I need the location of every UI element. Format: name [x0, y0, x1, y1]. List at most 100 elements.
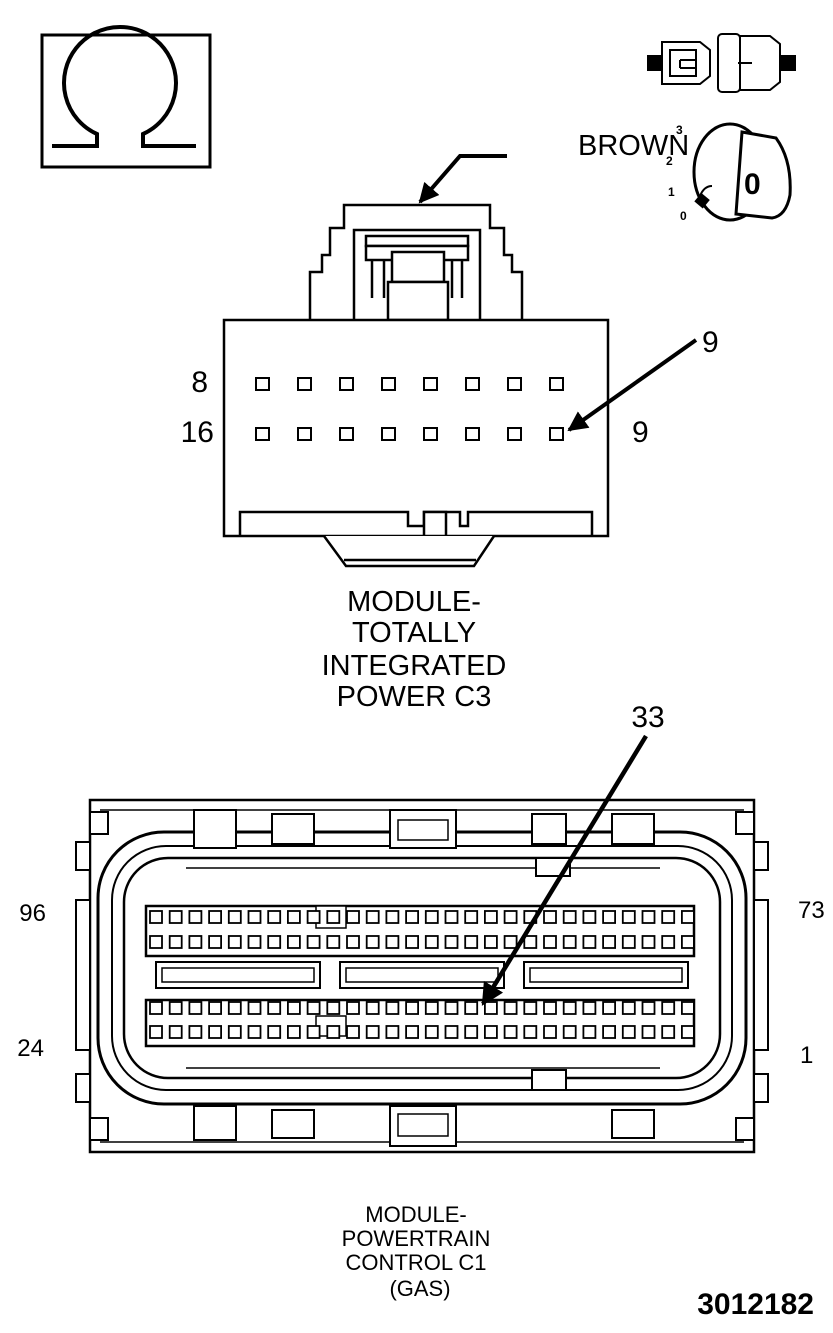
- c1-pin-cavity: [543, 935, 557, 949]
- c3-wire-color-label: BROWN: [578, 130, 689, 162]
- c1-pin-cavity: [326, 1025, 341, 1039]
- c3-title-line-3: INTEGRATED: [322, 650, 507, 682]
- c1-pin-label-96: 96: [19, 900, 46, 927]
- c1-pin-cavity: [444, 1001, 459, 1015]
- c1-pin-cavity: [326, 1001, 341, 1015]
- c1-pin-cavity: [385, 1025, 400, 1039]
- c1-pin-cavity: [543, 910, 557, 924]
- c3-pin-cavity: [549, 377, 564, 391]
- c1-pin-cavity: [582, 910, 597, 924]
- c1-pin-cavity: [267, 910, 282, 924]
- c3-pin-cavity: [465, 377, 480, 391]
- c1-pin-cavity: [346, 935, 360, 949]
- c1-title: MODULE- POWERTRAIN CONTROL C1 (GAS): [342, 1202, 491, 1301]
- c1-pin-cavity: [385, 935, 400, 949]
- c1-callout-pin: 33: [631, 701, 664, 734]
- c1-pin-cavity: [405, 935, 420, 949]
- c1-pin-cavity: [543, 1001, 557, 1015]
- c3-callout-arrow: [567, 338, 698, 432]
- c3-title-line-4: POWER C3: [337, 681, 492, 713]
- c1-pin-cavity: [306, 1025, 321, 1039]
- c1-pin-cavity: [681, 935, 695, 949]
- ignition-position-3: 3: [676, 123, 683, 137]
- c1-pin-cavity: [543, 1025, 557, 1039]
- c1-pin-cavity: [267, 1001, 282, 1015]
- c1-callout-arrow: [481, 734, 648, 1006]
- c1-pin-cavity: [326, 935, 341, 949]
- c1-pin-cavity: [405, 910, 420, 924]
- c1-pin-label-24: 24: [17, 1035, 44, 1062]
- c1-pin-label-73: 73: [798, 897, 825, 924]
- c1-pin-cavity: [267, 1025, 282, 1039]
- c1-pin-cavity: [149, 910, 163, 924]
- c1-pin-cavity: [365, 1001, 380, 1015]
- c3-title-line-2: TOTALLY: [352, 617, 476, 649]
- c1-pin-cavity: [247, 935, 262, 949]
- c1-pin-cavity: [464, 1025, 479, 1039]
- c1-pin-cavity: [503, 910, 518, 924]
- c1-pin-cavity: [621, 1025, 636, 1039]
- c1-pin-cavity: [385, 910, 400, 924]
- c1-pin-cavity: [661, 935, 676, 949]
- c3-pin-label-8: 8: [191, 366, 208, 399]
- ignition-position-2: 2: [666, 154, 673, 168]
- c1-cavity-grid: [149, 910, 695, 1039]
- c1-pin-cavity: [503, 1025, 518, 1039]
- c3-pin-cavity: [381, 427, 396, 441]
- c1-pin-cavity: [188, 935, 203, 949]
- c3-pin-cavity: [507, 427, 522, 441]
- c1-pin-cavity: [188, 1025, 203, 1039]
- c1-pin-cavity: [247, 1001, 262, 1015]
- c1-pin-cavity: [464, 935, 479, 949]
- c1-title-line-1: MODULE-: [365, 1202, 466, 1227]
- c1-pin-cavity: [562, 935, 577, 949]
- c1-title-line-4: (GAS): [389, 1276, 450, 1301]
- c3-pin-cavity: [423, 427, 438, 441]
- c1-pin-cavity: [149, 935, 163, 949]
- c1-pin-cavity: [227, 1025, 242, 1039]
- c3-pin-cavity: [381, 377, 396, 391]
- c3-title: MODULE- TOTALLY INTEGRATED POWER C3: [322, 586, 507, 713]
- c1-pin-cavity: [286, 910, 301, 924]
- c1-pin-cavity: [168, 1001, 183, 1015]
- c1-pin-cavity: [483, 910, 498, 924]
- c1-pin-cavity: [602, 910, 616, 924]
- ohmmeter-icon: [40, 25, 212, 169]
- c1-pin-cavity: [247, 1025, 262, 1039]
- c1-pin-cavity: [681, 1025, 695, 1039]
- c1-pin-cavity: [346, 910, 360, 924]
- c3-callout-pin: 9: [702, 326, 719, 359]
- c1-pin-cavity: [405, 1025, 420, 1039]
- c1-pin-cavity: [227, 935, 242, 949]
- c1-pin-cavity: [365, 935, 380, 949]
- c1-pin-cavity: [483, 935, 498, 949]
- c1-pin-cavity: [582, 1025, 597, 1039]
- c1-pin-cavity: [621, 1001, 636, 1015]
- c3-pin-label-16: 16: [181, 416, 214, 449]
- c1-pin-cavity: [208, 935, 223, 949]
- c1-pin-cavity: [424, 1025, 439, 1039]
- c1-pin-cavity: [621, 935, 636, 949]
- c1-pin-cavity: [188, 910, 203, 924]
- c1-pin-cavity: [424, 910, 439, 924]
- c1-pin-cavity: [267, 935, 282, 949]
- c1-title-line-3: CONTROL C1: [346, 1250, 487, 1275]
- c1-pin-cavity: [444, 910, 459, 924]
- c1-pin-cavity: [286, 1001, 301, 1015]
- c3-pin-cavity: [255, 427, 270, 441]
- c1-pin-cavity: [523, 1025, 538, 1039]
- c1-pin-cavity: [661, 1025, 676, 1039]
- c1-pin-cavity: [385, 1001, 400, 1015]
- c1-pin-cavity: [641, 910, 656, 924]
- c1-pin-cavity: [306, 935, 321, 949]
- c1-pin-label-1: 1: [800, 1042, 813, 1069]
- ignition-position-1: 1: [668, 185, 675, 199]
- c1-pin-cavity: [286, 935, 301, 949]
- c3-pin-cavity: [339, 427, 354, 441]
- c1-pin-cavity: [405, 1001, 420, 1015]
- c3-pin-cavity: [465, 427, 480, 441]
- c1-connector: [75, 798, 769, 1154]
- c1-pin-cavity: [582, 935, 597, 949]
- c3-pin-cavity: [297, 427, 312, 441]
